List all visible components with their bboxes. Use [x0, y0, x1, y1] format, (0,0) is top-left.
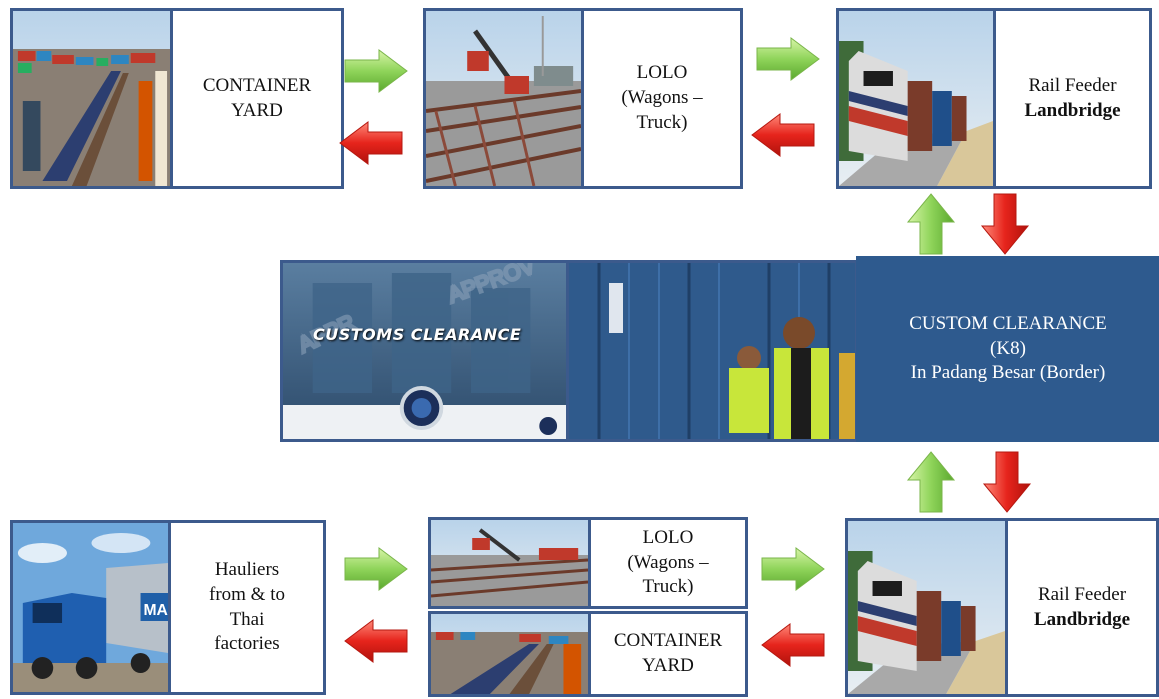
lolo-crane-photo	[431, 520, 591, 606]
lolo-box-bottom: LOLO(Wagons –Truck)	[428, 517, 748, 609]
customs-clearance-caption: CUSTOMS CLEARANCE	[313, 325, 522, 344]
lolo-label-bottom: LOLO(Wagons –Truck)	[627, 526, 709, 598]
lolo-crane-photo	[426, 11, 584, 186]
arrow-up-green-icon	[906, 451, 956, 513]
arrow-down-red-icon	[980, 193, 1030, 255]
arrow-left-red-icon	[751, 113, 815, 157]
container-yard-photo	[431, 614, 591, 694]
arrow-left-red-icon	[761, 623, 825, 667]
arrow-right-green-icon	[344, 49, 408, 93]
container-yard-photo	[13, 11, 173, 186]
custom-clearance-label: CUSTOM CLEARANCE(K8)In Padang Besar (Bor…	[909, 312, 1107, 384]
arrow-right-green-icon	[761, 547, 825, 591]
arrow-left-red-icon	[344, 619, 408, 663]
locomotive-photo	[848, 521, 1008, 694]
arrow-left-red-icon	[339, 121, 403, 165]
lolo-box-top: LOLO(Wagons –Truck)	[423, 8, 743, 189]
custom-clearance-box: CUSTOM CLEARANCE(K8)In Padang Besar (Bor…	[856, 256, 1159, 442]
locomotive-photo	[839, 11, 996, 186]
customs-clearance-photo: APPR APPROV CUSTOMS CLEARANCE	[283, 263, 569, 439]
arrow-up-green-icon	[906, 193, 956, 255]
lolo-label-top: LOLO(Wagons –Truck)	[621, 62, 703, 133]
arrow-right-green-icon	[756, 37, 820, 81]
svg-text:MA: MA	[143, 602, 168, 619]
arrow-down-red-icon	[982, 451, 1032, 513]
customs-photo-box: APPR APPROV CUSTOMS CLEARANCE	[280, 260, 858, 442]
customs-officers-photo	[569, 263, 855, 439]
truck-photo: MA	[13, 523, 171, 692]
arrow-right-green-icon	[344, 547, 408, 591]
